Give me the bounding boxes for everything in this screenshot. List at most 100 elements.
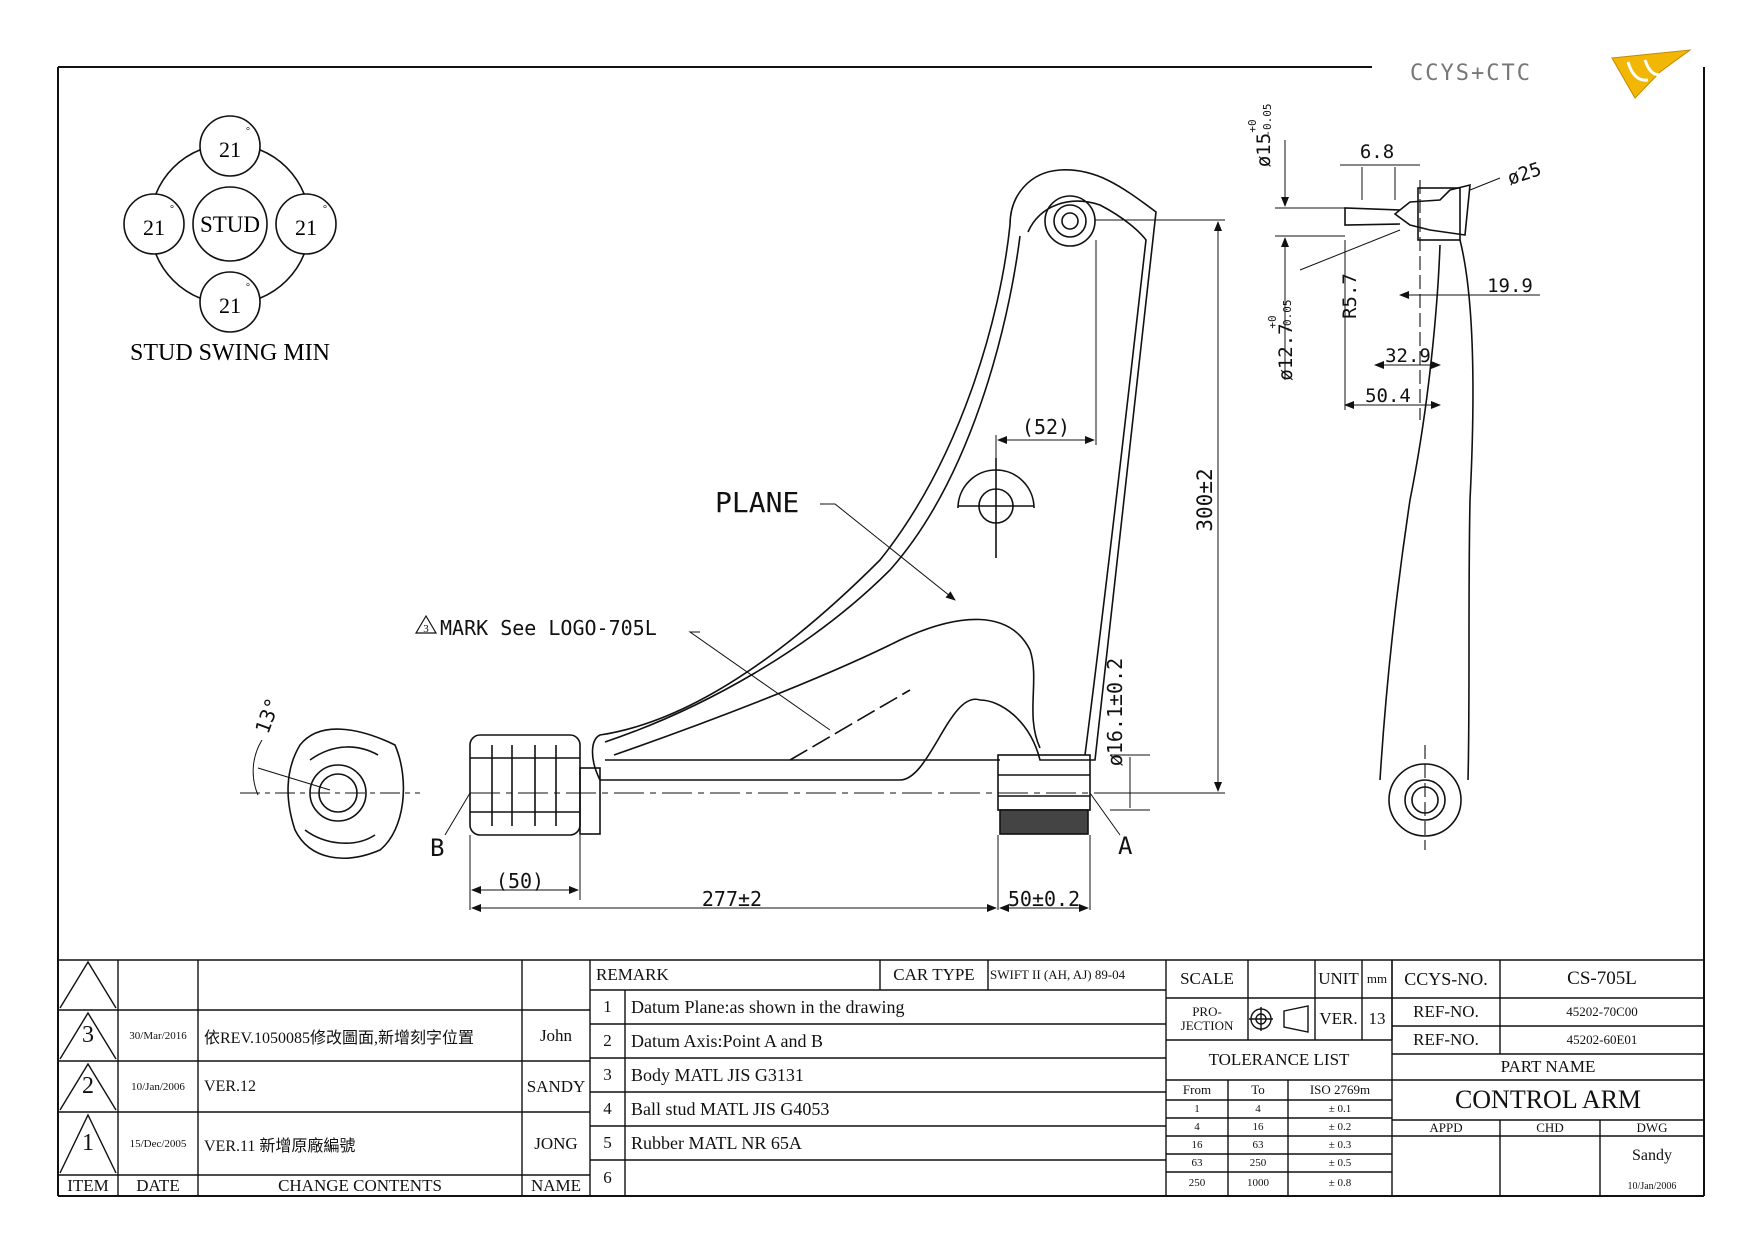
svg-text:°: ° [170,204,174,215]
ccys-no-value: CS-705L [1567,968,1637,989]
dim-15-tol-up: +0 [1246,119,1259,132]
tol-to: 63 [1252,1139,1264,1151]
dim-32-9: 32.9 [1385,345,1431,367]
tol-from: 250 [1188,1177,1206,1189]
remark-text: Body MATL JIS G3131 [631,1064,804,1085]
dim-12-7-tol-up: +0 [1266,315,1279,328]
revision-date: 30/Mar/2016 [129,1029,187,1042]
part-name-value: CONTROL ARM [1454,1085,1642,1114]
dwg-by: Sandy [1632,1147,1672,1164]
ver-label: VER. [1319,1009,1358,1028]
tol-to: 250 [1249,1157,1267,1169]
header-change-contents: CHANGE CONTENTS [278,1175,442,1195]
point-a-label: A [1118,832,1133,860]
bushing-end-view [240,728,420,859]
tol-value: ± 0.5 [1328,1157,1352,1169]
remark-text: Datum Plane:as shown in the drawing [631,996,905,1017]
remark-text: Rubber MATL NR 65A [631,1132,802,1153]
mark-number: 3 [423,623,429,635]
tol-header-iso: ISO 2769m [1309,1082,1371,1097]
swing-angle-left: 21 [143,215,165,240]
control-arm-side-view [1344,180,1474,850]
remark-no: 2 [603,1031,612,1050]
tol-to: 1000 [1247,1177,1269,1189]
revision-name: JONG [534,1133,578,1153]
tol-from: 63 [1191,1157,1203,1169]
revision-change: 依REV.1050085修改圖面,新增刻字位置 [204,1029,474,1047]
ref-no-label: REF-NO. [1413,1030,1479,1049]
tol-to: 4 [1255,1103,1261,1115]
ref-no-label: REF-NO. [1413,1002,1479,1021]
dim-15: ø15 [1253,133,1275,167]
dimension-lines [252,140,1540,912]
remark-no: 3 [603,1065,612,1084]
revision-item: 1 [82,1130,94,1156]
revision-change: VER.11 新增原廠編號 [204,1137,356,1155]
tol-header-from: From [1182,1082,1212,1097]
stud-label: STUD [200,212,260,237]
header-date: DATE [136,1175,180,1195]
swing-angle-bottom: 21 [219,293,241,318]
revision-name: SANDY [526,1076,586,1096]
car-type-value: SWIFT II (AH, AJ) 89-04 [990,967,1126,982]
title-block: 3 30/Mar/2016 依REV.1050085修改圖面,新增刻字位置 Jo… [58,960,1704,1196]
svg-text:°: ° [246,126,250,137]
remark-no: 4 [603,1099,612,1118]
stud-swing-diagram [123,115,337,333]
remark-no: 5 [603,1133,612,1152]
tol-header-to: To [1251,1082,1265,1097]
dim-300: 300±2 [1193,468,1217,531]
dim-52: (52) [1022,415,1070,439]
tol-from: 16 [1191,1139,1203,1151]
angle-13-label: 13° [250,695,285,737]
header-name: NAME [530,1175,582,1195]
dim-277: 277±2 [702,887,762,911]
ccys-no-label: CCYS-NO. [1404,968,1488,989]
company-logo: CCYS+CTC [1410,49,1692,99]
header-item: ITEM [67,1175,109,1195]
part-name-label: PART NAME [1500,1057,1596,1076]
revision-date: 15/Dec/2005 [129,1137,187,1150]
svg-text:°: ° [323,204,327,215]
tol-value: ± 0.3 [1328,1139,1352,1151]
tol-value: ± 0.2 [1328,1121,1352,1133]
dim-16-1: ø16.1±0.2 [1103,658,1127,766]
swing-angle-right: 21 [295,215,317,240]
control-arm-main-view [469,169,1157,836]
dwg-date: 10/Jan/2006 [1627,1180,1677,1192]
chd-label: CHD [1536,1120,1564,1135]
dim-25: ø25 [1505,158,1544,190]
tolerance-title: TOLERANCE LIST [1208,1050,1350,1069]
remark-no: 1 [603,997,612,1016]
remark-title: REMARK [596,965,669,984]
remark-no: 6 [603,1168,612,1187]
dim-50-02: 50±0.2 [1008,887,1080,911]
revision-item: 2 [82,1073,94,1099]
tol-value: ± 0.1 [1328,1103,1352,1115]
sheet-border [57,66,1705,1197]
plane-label: PLANE [715,486,799,519]
car-type-label: CAR TYPE [893,965,975,984]
dim-50-4: 50.4 [1365,385,1411,407]
unit-label: UNIT [1318,969,1359,988]
dim-6-8: 6.8 [1360,141,1394,163]
dim-19-9: 19.9 [1487,275,1533,297]
tol-from: 1 [1194,1103,1200,1115]
dim-12-7-tol-dn: -0.05 [1281,299,1294,332]
svg-text:°: ° [246,282,250,293]
appd-label: APPD [1429,1120,1463,1135]
remark-text [625,1160,1166,1196]
degree-marks: ° ° ° ° [170,126,327,293]
projection-label: PRO- JECTION [1180,1004,1234,1033]
dim-12-7: ø12.7 [1275,323,1297,380]
title-block-grid [58,959,1704,1196]
dwg-label: DWG [1636,1120,1668,1135]
remark-text: Datum Axis:Point A and B [631,1030,824,1051]
tol-to: 16 [1252,1121,1264,1133]
tol-from: 4 [1194,1121,1200,1133]
revision-name: John [539,1025,573,1045]
ver-value: 13 [1368,1009,1386,1028]
tol-value: ± 0.8 [1328,1177,1352,1189]
remark-text: Ball stud MATL JIS G4053 [631,1098,830,1119]
